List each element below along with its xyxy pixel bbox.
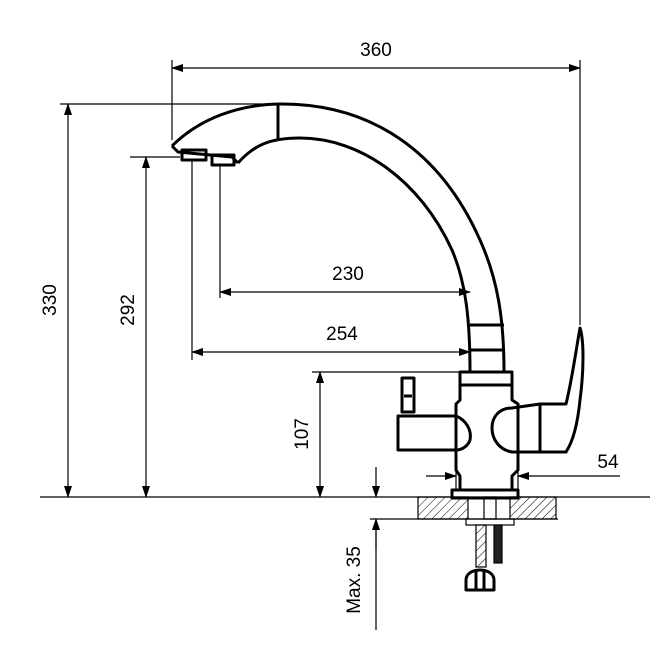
filter-handle-stem <box>400 376 416 414</box>
flex-hose-right <box>493 524 503 564</box>
countertop <box>40 496 650 520</box>
dim-label-292: 292 <box>118 294 139 326</box>
spout-outer <box>170 102 506 373</box>
flex-hose-left <box>475 524 487 568</box>
dim-label-max-35: Max. 35 <box>344 546 365 614</box>
dim-label-107: 107 <box>292 418 313 450</box>
dim-label-254: 254 <box>326 324 358 345</box>
faucet-base <box>450 488 520 500</box>
mixer-lever-handle <box>538 326 585 454</box>
mixer-lever-body <box>490 402 542 454</box>
dimension-labels: 360 330 292 230 254 107 54 Max. 35 <box>40 40 619 614</box>
spout-inner <box>236 136 472 373</box>
hose-nut <box>464 568 496 592</box>
dimension-lines <box>60 60 620 630</box>
body-column <box>454 370 520 492</box>
dim-label-230: 230 <box>332 264 364 285</box>
countertop-left-section <box>417 496 469 520</box>
filter-handle <box>396 414 472 452</box>
dim-label-360: 360 <box>360 40 392 61</box>
aerator-left <box>180 148 208 162</box>
countertop-right-section <box>509 496 557 520</box>
dim-label-54: 54 <box>597 452 619 473</box>
mounting-plate <box>465 518 515 526</box>
dim-label-330: 330 <box>40 284 61 316</box>
mounting-shank <box>483 496 497 520</box>
faucet-body <box>170 102 585 592</box>
aerator-right <box>210 153 236 167</box>
